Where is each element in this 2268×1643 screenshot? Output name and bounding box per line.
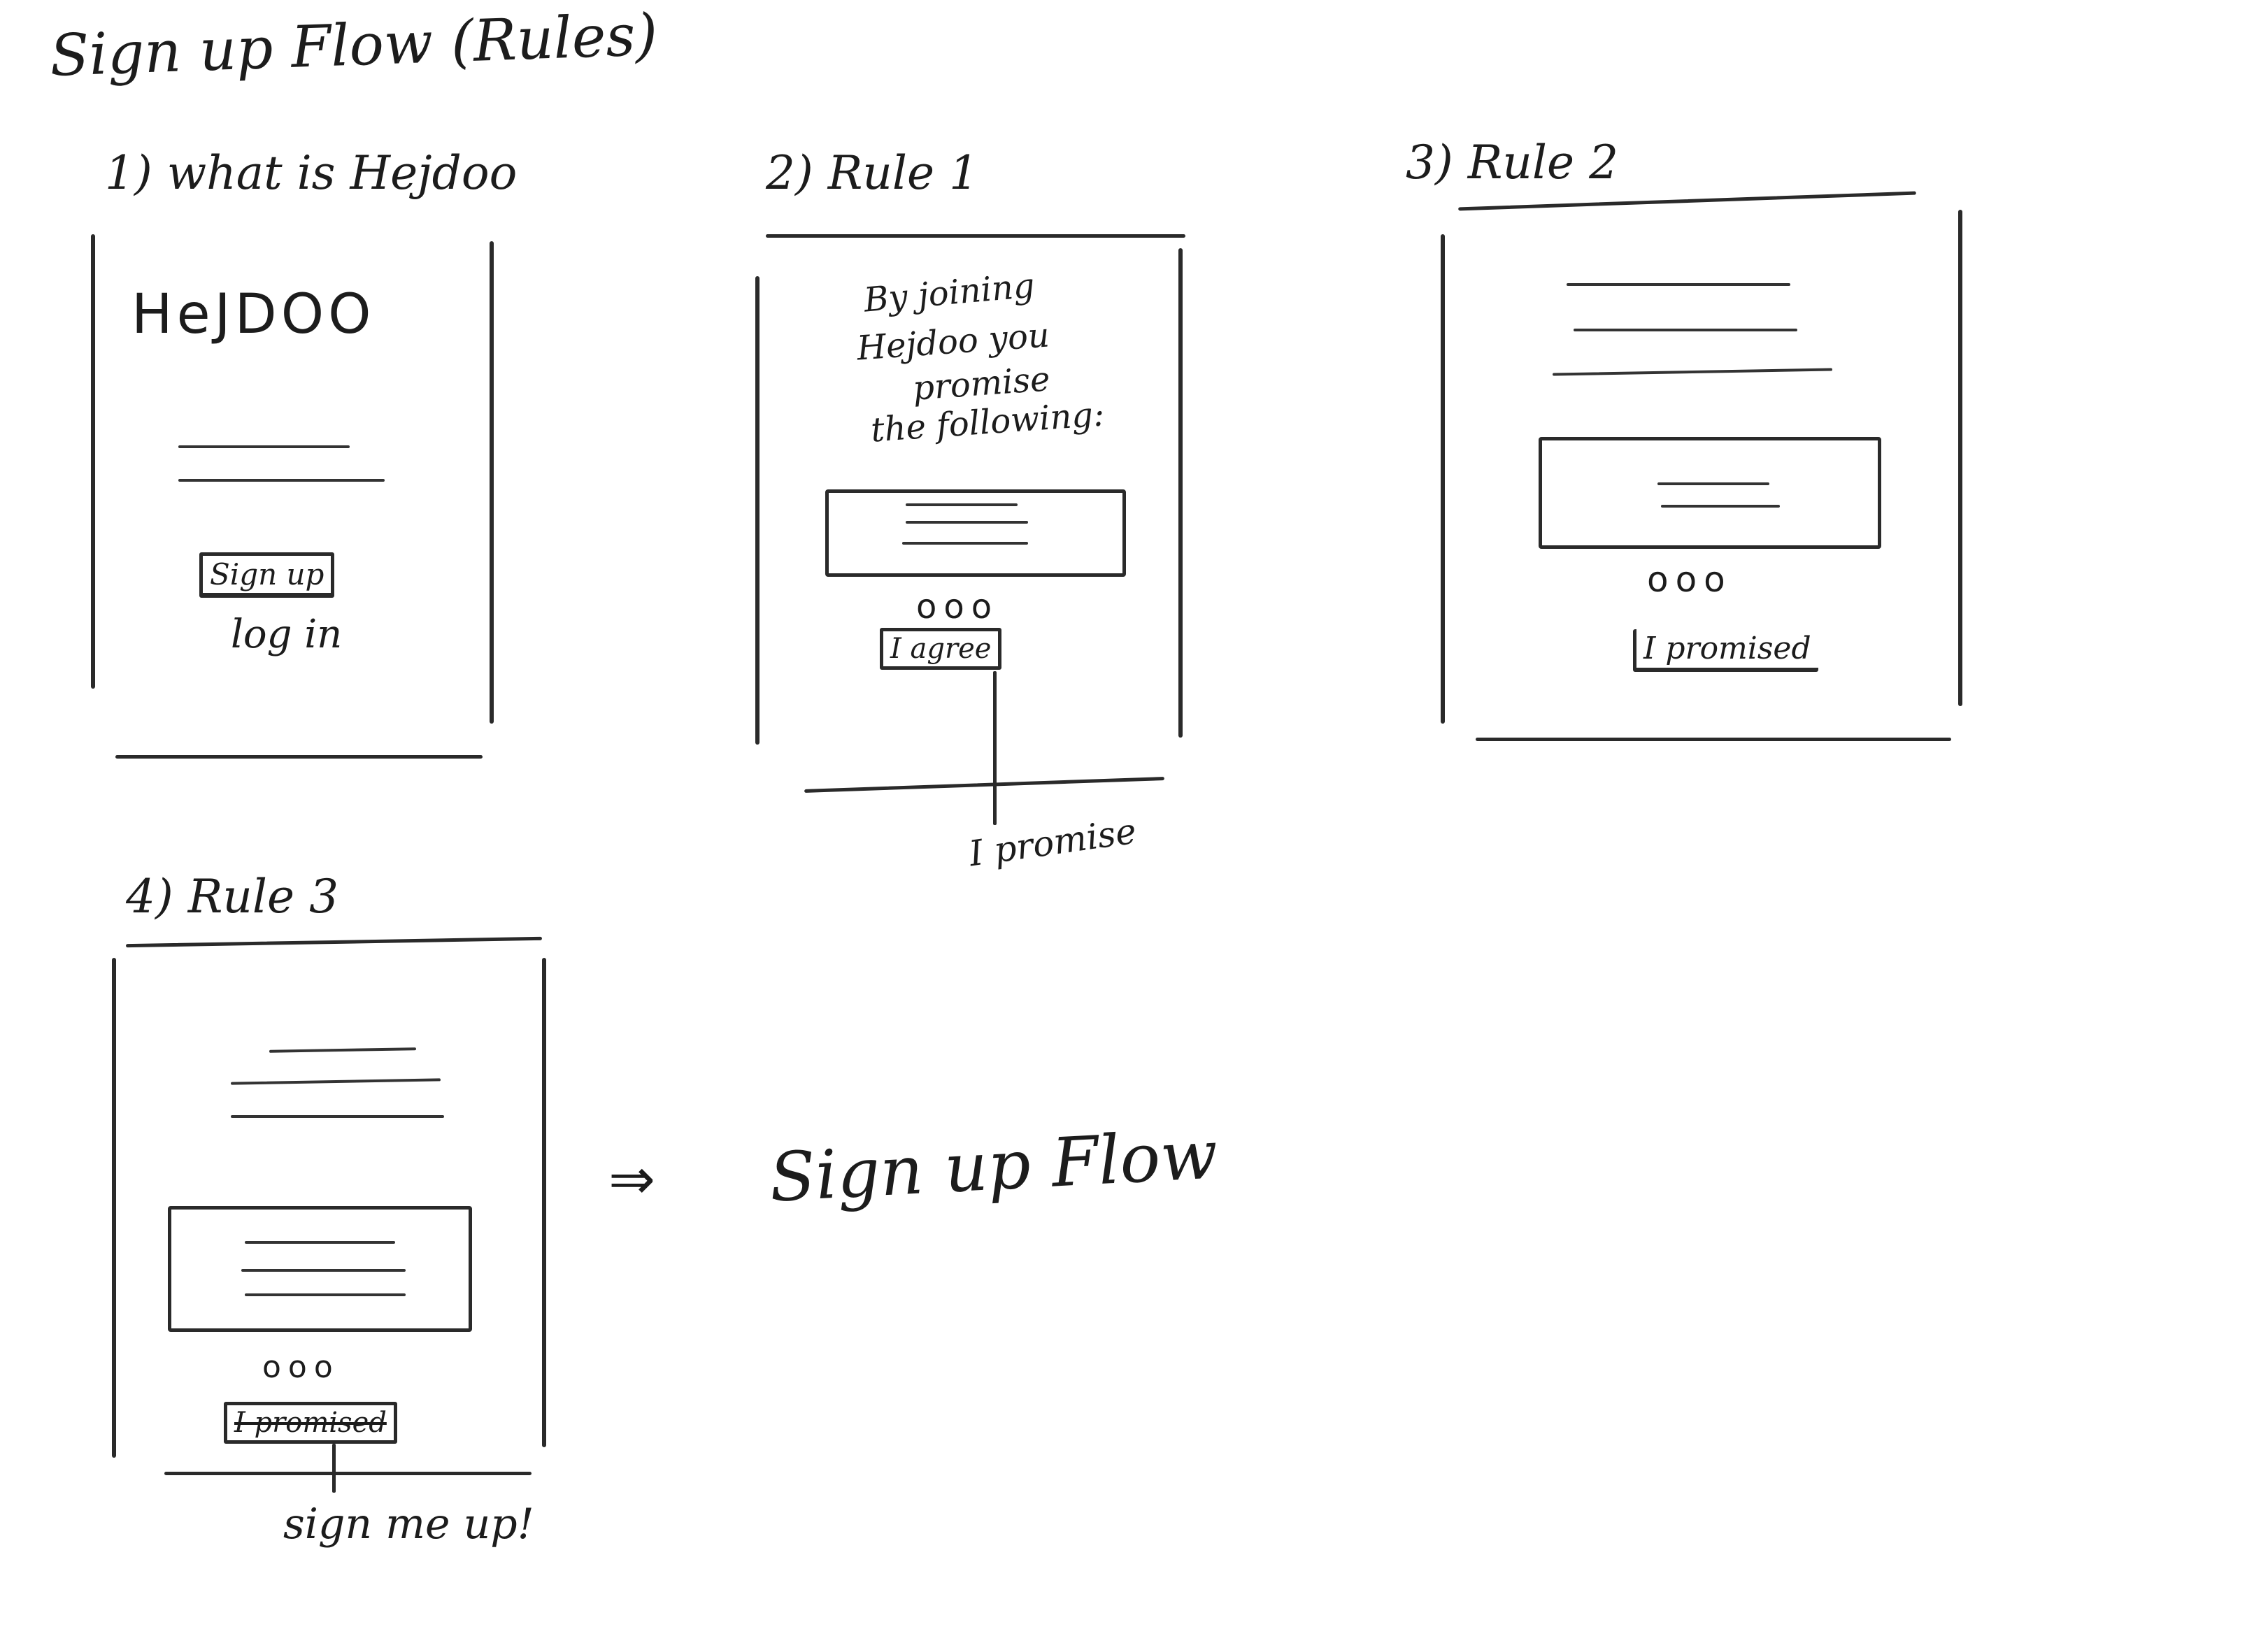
frame-1-label: 1) what is Hejdoo <box>105 146 518 200</box>
placeholder-text-line <box>1574 329 1797 331</box>
frame-edge <box>164 1472 532 1475</box>
frame-1-what-is-hejdoo <box>91 231 504 769</box>
page-title: Sign up Flow (Rules) <box>48 1 659 89</box>
frame-4-rule-3 <box>112 936 552 1486</box>
log-in-link[interactable]: log in <box>231 612 343 657</box>
sign-up-button[interactable]: Sign up <box>199 552 335 598</box>
frame-3-label: 3) Rule 2 <box>1406 136 1619 189</box>
pager-dots: ooo <box>916 587 999 626</box>
rule-text-line <box>245 1241 395 1244</box>
frame-edge <box>1958 210 1962 706</box>
rule-text-line <box>245 1293 406 1296</box>
i-agree-button[interactable]: I agree <box>880 628 1002 670</box>
rule-text-line <box>241 1269 406 1272</box>
frame-edge <box>542 958 546 1447</box>
frame-2-rule-1 <box>755 234 1220 794</box>
pager-dots: ooo <box>262 1349 340 1385</box>
rule-card <box>825 489 1126 577</box>
frame-edge <box>112 958 116 1458</box>
frame-edge <box>1441 234 1445 724</box>
frame-edge <box>755 276 759 745</box>
annotation-pointer-line <box>332 1444 336 1493</box>
frame-edge <box>115 755 483 759</box>
rule-card <box>1539 437 1881 549</box>
frame-edge <box>1476 738 1951 741</box>
rule-text-line <box>906 503 1018 506</box>
i-promised-button[interactable]: I promised <box>224 1402 397 1444</box>
intro-text-line: promise <box>911 359 1052 408</box>
frame-edge <box>126 936 542 948</box>
annotation-sign-me-up: sign me up! <box>283 1500 534 1549</box>
frame-edge <box>804 777 1164 793</box>
placeholder-text-line <box>231 1115 444 1118</box>
frame-edge <box>766 234 1185 238</box>
frame-edge <box>91 234 95 689</box>
i-promised-button[interactable]: I promised <box>1633 629 1818 672</box>
placeholder-text-line <box>178 479 385 482</box>
rule-text-line <box>906 521 1028 524</box>
frame-edge <box>490 241 494 724</box>
double-right-arrow-icon: ⇒ <box>608 1147 656 1212</box>
rule-card <box>168 1206 472 1332</box>
frame-2-label: 2) Rule 1 <box>766 146 979 200</box>
brand-logo-text: HeJDOO <box>131 283 376 346</box>
rule-text-line <box>1661 505 1780 508</box>
destination-sign-up-flow: Sign up Flow <box>767 1115 1220 1217</box>
placeholder-text-line <box>1567 283 1790 286</box>
frame-edge <box>1178 248 1183 738</box>
pager-dots: ooo <box>1647 559 1732 600</box>
placeholder-text-line <box>178 445 350 448</box>
rule-text-line <box>1657 482 1769 485</box>
frame-3-rule-2 <box>1441 191 1972 752</box>
frame-edge <box>1458 191 1916 211</box>
frame-4-label: 4) Rule 3 <box>126 870 339 924</box>
annotation-pointer-line <box>993 671 997 825</box>
rule-text-line <box>902 542 1028 545</box>
